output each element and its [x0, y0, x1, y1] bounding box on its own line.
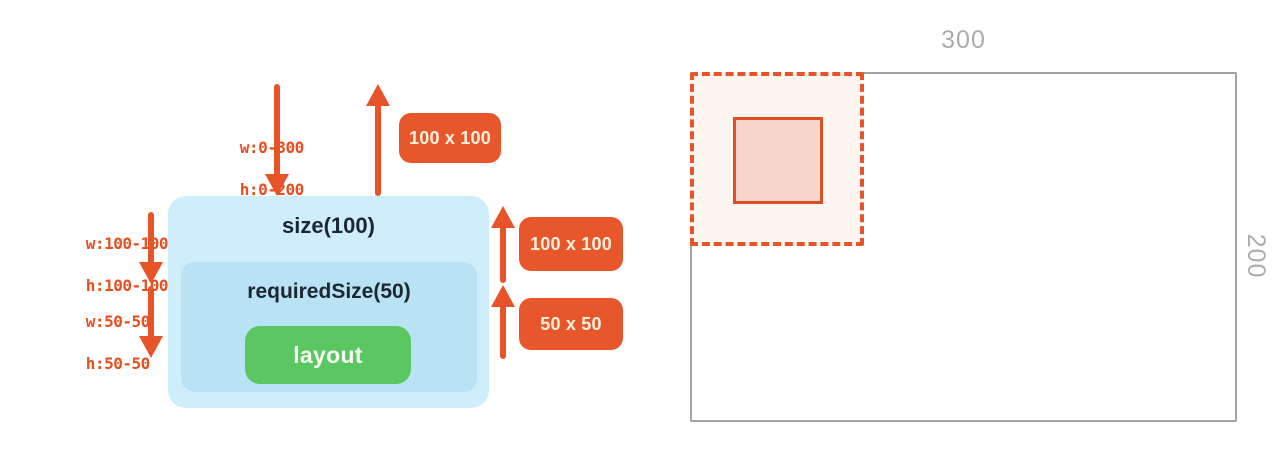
size-modifier-label: size(100)	[282, 213, 375, 238]
arrow-head	[491, 206, 515, 228]
layout-node-box: layout	[245, 326, 411, 384]
arrow-shaft	[500, 224, 506, 283]
measured-size-badge-middle: 100 x 100	[519, 217, 623, 271]
arrow-shaft	[274, 84, 280, 178]
required-size-constraints-down-arrow-icon	[139, 286, 163, 358]
arrow-shaft	[148, 212, 154, 266]
size-constraints-down-arrow-icon	[139, 212, 163, 284]
required-size-modifier-label: requiredSize(50)	[247, 280, 411, 303]
required-size-constraints-line2: h:50-50	[85, 354, 150, 373]
required-size-constraints-label: w:50-50 h:50-50	[31, 290, 150, 395]
size-measured-up-arrow-icon	[491, 206, 515, 283]
arrow-head	[265, 174, 289, 196]
result-layout-diagram: 300 200	[660, 0, 1280, 462]
required-size-constraints-line1: w:50-50	[85, 312, 150, 331]
arrow-shaft	[148, 286, 154, 340]
arrow-head	[366, 84, 390, 106]
measured-size-badge-top: 100 x 100	[399, 113, 501, 163]
required-size-measured-up-arrow-icon	[491, 285, 515, 359]
size-constraint-area	[690, 72, 864, 246]
arrow-shaft	[375, 102, 381, 196]
badge-label: 100 x 100	[530, 233, 612, 254]
layout-node-label: layout	[293, 341, 363, 368]
container-width-label: 300	[941, 26, 986, 54]
constraints-flow-diagram: w:0-300 h:0-200 100 x 100 size(100) requ…	[31, 84, 623, 408]
size-constraints-line1: w:100-100	[85, 234, 169, 253]
container-height-label: 200	[1242, 233, 1271, 279]
required-size-content-box	[733, 117, 823, 204]
arrow-head	[139, 262, 163, 284]
arrow-shaft	[500, 303, 506, 359]
badge-label: 100 x 100	[409, 127, 491, 148]
parent-constraints-line1: w:0-300	[239, 138, 304, 157]
arrow-head	[491, 285, 515, 307]
arrow-head	[139, 336, 163, 358]
outgoing-size-up-arrow-icon	[366, 84, 390, 196]
badge-label: 50 x 50	[540, 313, 602, 334]
incoming-constraints-down-arrow-icon	[265, 84, 289, 196]
measured-size-badge-bottom: 50 x 50	[519, 298, 623, 350]
